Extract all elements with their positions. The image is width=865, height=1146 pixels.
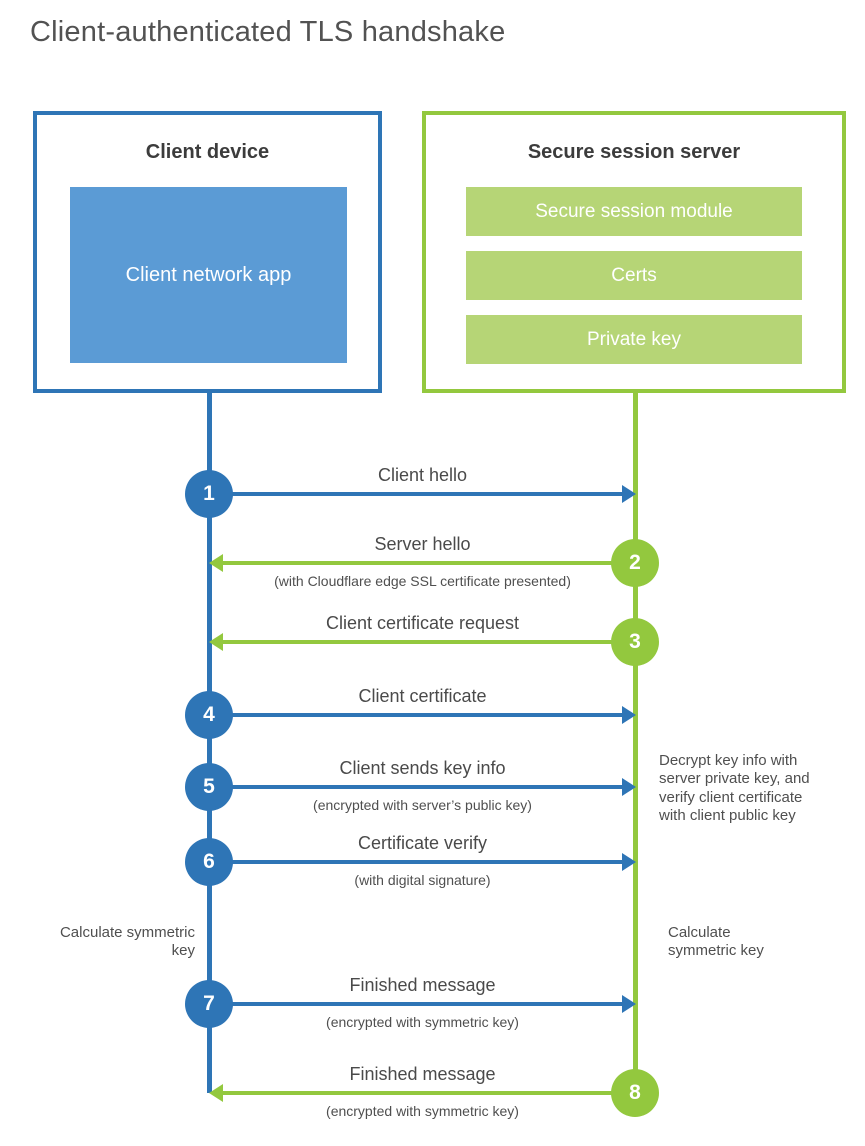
- arrow-line: [209, 785, 623, 789]
- step-label: Client sends key info: [339, 758, 506, 778]
- step-label: Server hello: [374, 534, 471, 554]
- step-sublabel: (encrypted with symmetric key): [326, 1014, 519, 1030]
- server-module-bar-private-key: Private key: [466, 315, 802, 364]
- arrowhead-right-icon: [622, 995, 636, 1013]
- step-label: Client hello: [377, 465, 468, 485]
- step-number-badge: 7: [185, 980, 233, 1028]
- note-calculate-symmetric-key-server: Calculate symmetric key: [668, 924, 764, 960]
- arrowhead-right-icon: [622, 853, 636, 871]
- arrow-line: [209, 1002, 623, 1006]
- client-lifeline: [207, 393, 212, 1093]
- arrowhead-left-icon: [209, 1084, 223, 1102]
- arrowhead-right-icon: [622, 706, 636, 724]
- step-sublabel: (with Cloudflare edge SSL certificate pr…: [274, 573, 571, 589]
- step-number-badge: 8: [611, 1069, 659, 1117]
- server-lifeline: [633, 393, 638, 1093]
- step-number-badge: 5: [185, 763, 233, 811]
- step-sublabel: (with digital signature): [354, 872, 491, 888]
- step-number-badge: 2: [611, 539, 659, 587]
- arrowhead-left-icon: [209, 633, 223, 651]
- arrow-line: [222, 1091, 636, 1095]
- step-number-badge: 3: [611, 618, 659, 666]
- arrowhead-right-icon: [622, 778, 636, 796]
- step-label: Client certificate: [358, 686, 487, 706]
- note-decrypt-key-info: Decrypt key info with server private key…: [659, 752, 810, 824]
- arrow-line: [209, 860, 623, 864]
- step-label: Finished message: [349, 1064, 496, 1084]
- client-device-title: Client device: [145, 141, 270, 163]
- arrow-line: [209, 713, 623, 717]
- arrow-line: [209, 492, 623, 496]
- arrow-line: [222, 640, 636, 644]
- step-label: Finished message: [349, 975, 496, 995]
- secure-session-server-box: Secure session server Secure session mod…: [422, 111, 846, 393]
- server-module-bar-secure-session-module: Secure session module: [466, 187, 802, 236]
- arrowhead-left-icon: [209, 554, 223, 572]
- secure-session-server-title: Secure session server: [527, 141, 741, 163]
- client-device-box: Client device Client network app: [33, 111, 382, 393]
- step-number-badge: 1: [185, 470, 233, 518]
- step-number-badge: 4: [185, 691, 233, 739]
- server-module-bar-certs: Certs: [466, 251, 802, 300]
- step-label: Client certificate request: [325, 613, 520, 633]
- arrow-line: [222, 561, 636, 565]
- step-number-badge: 6: [185, 838, 233, 886]
- step-label: Certificate verify: [357, 833, 488, 853]
- arrowhead-right-icon: [622, 485, 636, 503]
- page-title: Client-authenticated TLS handshake: [30, 16, 506, 48]
- client-network-app-box: Client network app: [70, 187, 347, 363]
- note-calculate-symmetric-key-client: Calculate symmetric key: [59, 924, 195, 960]
- client-network-app-label: Client network app: [125, 263, 292, 286]
- step-sublabel: (encrypted with server’s public key): [313, 797, 532, 813]
- step-sublabel: (encrypted with symmetric key): [326, 1103, 519, 1119]
